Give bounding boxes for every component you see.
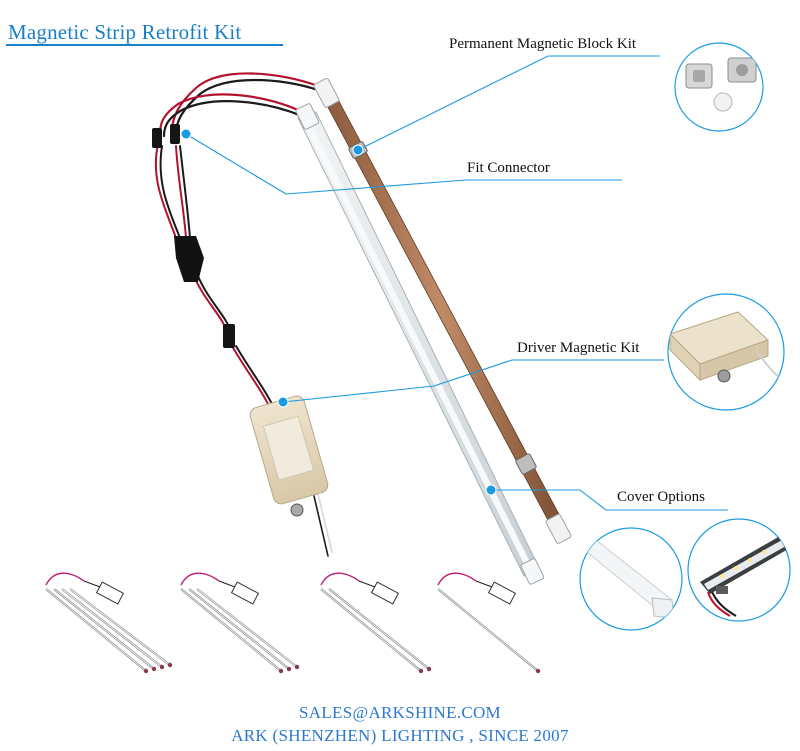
configuration-thumbnails bbox=[45, 572, 541, 674]
cover-option-frosted bbox=[579, 527, 683, 631]
thumbnail-endcap bbox=[151, 666, 157, 672]
thumbnail-driver bbox=[370, 581, 400, 605]
led-driver bbox=[249, 395, 329, 517]
callout-dots bbox=[180, 128, 497, 496]
thumbnail-lead bbox=[218, 580, 236, 588]
magnetic-strip bbox=[313, 77, 572, 544]
thumbnail-tube-highlight bbox=[188, 588, 290, 670]
thumbnail-endcap bbox=[294, 664, 300, 670]
thumbnail-endcap bbox=[535, 668, 541, 674]
thumbnail-tube-highlight bbox=[180, 588, 282, 672]
thumbnail-wire bbox=[45, 572, 85, 586]
thumbnail-tube-highlight bbox=[437, 588, 539, 672]
driver-detail bbox=[667, 293, 785, 411]
thumbnail-lead bbox=[475, 580, 493, 588]
thumbnail-tube-highlight bbox=[196, 588, 298, 668]
thumbnail-tube-highlight bbox=[45, 588, 147, 672]
thumbnail-wire bbox=[180, 572, 220, 586]
thumbnail-endcap bbox=[426, 666, 432, 672]
thumbnail-4 bbox=[437, 572, 541, 674]
footer-company: ARK (SHENZHEN) LIGHTING , SINCE 2007 bbox=[231, 726, 569, 745]
callout-cover-label: Cover Options bbox=[617, 489, 705, 505]
callout-fit-connector-label: Fit Connector bbox=[467, 160, 550, 176]
thumbnail-3 bbox=[320, 572, 432, 674]
thumbnail-driver bbox=[95, 581, 125, 605]
thumbnail-driver bbox=[230, 581, 260, 605]
thumbnail-wire bbox=[437, 572, 477, 586]
thumbnail-tube-highlight bbox=[69, 588, 171, 666]
callout-driver-label: Driver Magnetic Kit bbox=[517, 340, 640, 356]
thumbnail-endcap bbox=[286, 666, 292, 672]
thumbnail-driver bbox=[487, 581, 517, 605]
fit-connectors bbox=[152, 124, 235, 348]
thumbnail-endcap bbox=[159, 664, 165, 670]
led-diffuser-tube bbox=[295, 103, 545, 585]
thumbnail-tube-highlight bbox=[53, 588, 155, 670]
callout-magnetic-block-label: Permanent Magnetic Block Kit bbox=[449, 36, 637, 52]
callout-lines bbox=[185, 55, 728, 511]
thumbnail-tube-highlight bbox=[328, 588, 430, 670]
thumbnail-wire bbox=[320, 572, 360, 586]
thumbnail-endcap bbox=[143, 668, 149, 674]
thumbnail-2 bbox=[180, 572, 300, 674]
thumbnail-lead bbox=[83, 580, 101, 588]
title-underline bbox=[6, 44, 283, 46]
page-title: Magnetic Strip Retrofit Kit bbox=[8, 20, 242, 44]
cover-option-clear bbox=[687, 518, 791, 622]
thumbnail-1 bbox=[45, 572, 173, 674]
thumbnail-endcap bbox=[167, 662, 173, 668]
thumbnail-lead bbox=[358, 580, 376, 588]
thumbnail-endcap bbox=[278, 668, 284, 674]
magnetic-block-detail bbox=[674, 42, 764, 132]
thumbnail-tube-highlight bbox=[320, 588, 422, 672]
wiring bbox=[154, 72, 333, 557]
thumbnail-tube-highlight bbox=[61, 588, 163, 668]
footer-email: SALES@ARKSHINE.COM bbox=[299, 703, 501, 722]
thumbnail-endcap bbox=[418, 668, 424, 674]
